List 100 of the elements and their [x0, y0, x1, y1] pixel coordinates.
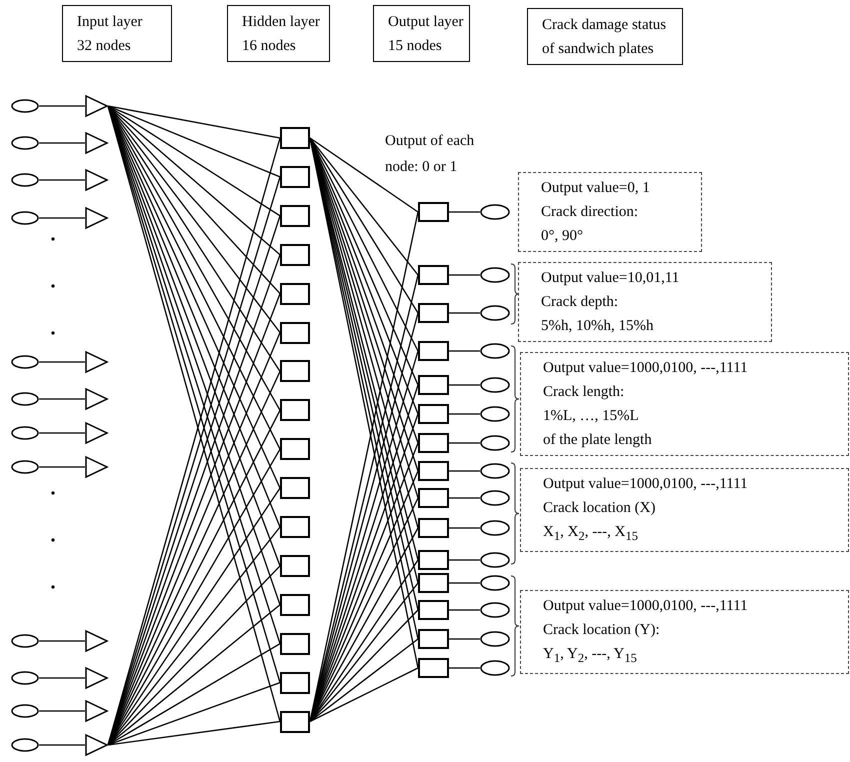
connection-line	[108, 105, 280, 139]
connection-line	[449, 442, 480, 444]
connection-line	[39, 677, 85, 679]
layer-label: Input layer	[77, 13, 142, 32]
neuron-ellipse	[11, 426, 39, 440]
input-triangle	[85, 456, 108, 478]
output-description: 5%h, 10%h, 15%h	[541, 317, 654, 336]
neuron-ellipse	[11, 99, 39, 113]
layer-label: Output layer	[388, 13, 464, 32]
neuron-ellipse	[11, 211, 39, 225]
annotation-text: Output of each node: 0 or 1	[385, 132, 476, 177]
neuron-ellipse	[11, 173, 39, 187]
input-triangle	[85, 207, 108, 229]
neuron-box	[418, 303, 449, 323]
neuron-box	[280, 360, 310, 382]
connection-line	[310, 667, 418, 722]
layer-label: 32 nodes	[77, 37, 131, 56]
neuron-ellipse	[480, 660, 510, 676]
neuron-ellipse	[480, 267, 510, 283]
output-description: Crack direction:	[541, 203, 638, 222]
connection-line	[449, 559, 480, 561]
output-description: 1%L, …, 15%L	[543, 407, 639, 426]
neuron-box	[280, 322, 310, 344]
layer-box	[373, 5, 470, 62]
neuron-ellipse	[480, 490, 510, 506]
connection-line	[449, 497, 480, 499]
output-description: Y$_{1}$, Y$_{2}$, ---, Y$_{15}$	[543, 645, 637, 667]
output-description: Crack depth:	[541, 293, 618, 312]
output-description: Output value=0, 1	[541, 179, 650, 198]
output-description: Crack location (X)	[543, 499, 656, 518]
neuron-ellipse	[480, 520, 510, 536]
connection-line	[39, 432, 85, 434]
output-description: of the plate length	[543, 431, 652, 450]
neuron-box	[418, 341, 449, 361]
neuron-ellipse	[480, 406, 510, 422]
connection-line	[449, 582, 480, 584]
neuron-box	[418, 433, 449, 453]
neuron-box	[280, 282, 310, 305]
connection-line	[108, 720, 280, 746]
neuron-ellipse	[11, 355, 39, 369]
connection-line	[39, 217, 85, 219]
neuron-box	[280, 244, 310, 266]
neuron-box	[280, 632, 310, 655]
connection-line	[449, 527, 480, 529]
neuron-ellipse	[11, 136, 39, 150]
neuron-ellipse	[480, 463, 510, 479]
connection-line	[39, 142, 85, 144]
neuron-box	[280, 477, 310, 500]
output-description: X$_{1}$, X$_{2}$, ---, X$_{15}$	[543, 523, 638, 545]
connection-line	[310, 610, 418, 722]
neuron-ellipse	[480, 435, 510, 451]
input-triangle	[85, 169, 108, 191]
output-description: Output value=10,01,11	[541, 269, 680, 288]
output-description: Crack location (Y):	[543, 621, 660, 640]
neuron-box	[280, 204, 310, 227]
neuron-box	[418, 518, 449, 538]
neuron-ellipse	[480, 575, 510, 591]
neuron-ellipse	[11, 392, 39, 406]
neuron-ellipse	[480, 204, 510, 220]
connection-line	[39, 398, 85, 400]
connection-line	[310, 137, 418, 213]
neuron-box	[280, 710, 310, 732]
neuron-box	[418, 600, 449, 620]
input-triangle	[85, 700, 108, 722]
neuron-box	[280, 399, 310, 422]
connection-line	[309, 138, 419, 276]
input-triangle	[85, 734, 108, 756]
neuron-box	[418, 461, 449, 481]
input-triangle	[85, 630, 108, 652]
neuron-box	[418, 202, 449, 222]
connection-line	[39, 744, 85, 746]
input-triangle	[85, 132, 108, 154]
neuron-box	[418, 375, 449, 395]
neuron-ellipse	[480, 343, 510, 359]
neuron-box	[280, 127, 310, 149]
layer-label: 16 nodes	[242, 37, 296, 56]
output-description: 0°, 90°	[541, 227, 583, 246]
connection-line	[449, 211, 480, 213]
neuron-box	[280, 516, 310, 538]
neuron-ellipse	[480, 377, 510, 393]
neuron-ellipse	[480, 552, 510, 568]
neuron-ellipse	[11, 460, 39, 474]
neuron-ellipse	[480, 631, 510, 647]
connection-line	[449, 384, 480, 386]
output-description: Output value=1000,0100, ---,1111	[543, 359, 748, 378]
output-code-box	[520, 468, 849, 552]
input-triangle	[85, 667, 108, 689]
connection-line	[449, 312, 480, 314]
connection-line	[449, 667, 480, 669]
connection-line	[39, 640, 85, 642]
neuron-box	[418, 658, 449, 678]
neuron-box	[280, 672, 310, 694]
neuron-box	[280, 594, 310, 616]
output-code-box	[518, 262, 772, 342]
connection-line	[108, 105, 280, 216]
layer-label: Hidden layer	[242, 13, 320, 32]
neuron-ellipse	[11, 671, 39, 685]
connection-line	[449, 350, 480, 352]
neuron-box	[280, 554, 310, 577]
connection-line	[108, 682, 280, 746]
